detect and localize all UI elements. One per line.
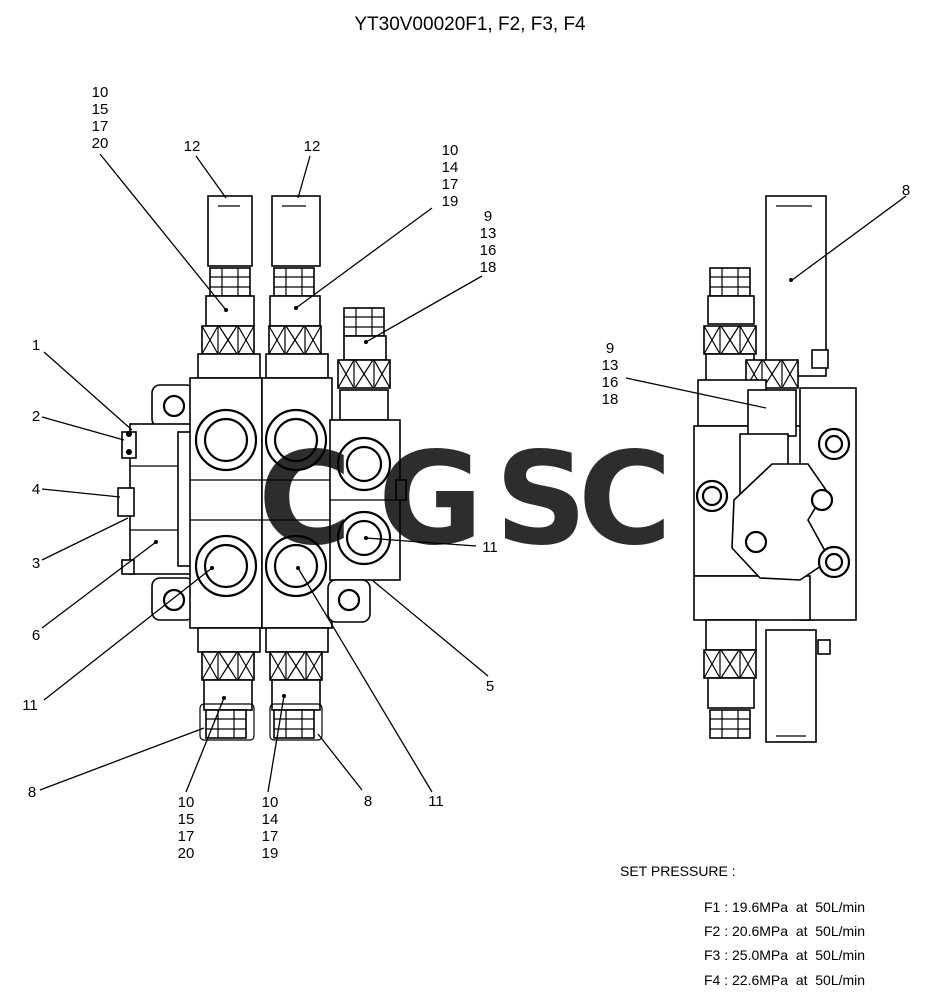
pressure-row-f1: F1 : 19.6MPa at 50L/min <box>704 899 865 915</box>
callout-stack-bottom-left: 10 15 17 20 <box>178 794 195 862</box>
inlet-cover <box>117 423 197 575</box>
leader-lines <box>39 153 907 793</box>
callout-stack-side: 9 13 16 18 <box>602 340 619 408</box>
drawing-title: YT30V00020F1, F2, F3, F4 <box>354 14 586 35</box>
pressure-row-f4: F4 : 22.6MPa at 50L/min <box>704 972 865 988</box>
callout-labels: 1 2 4 3 6 11 8 8 11 5 11 12 12 8 10 15 1… <box>22 84 910 862</box>
callout-15: 15 <box>92 101 109 118</box>
callout-10: 10 <box>262 794 279 811</box>
control-section-2 <box>261 195 333 741</box>
callout-stack-top-mid: 10 14 17 19 <box>442 142 459 210</box>
callout-13: 13 <box>602 357 619 374</box>
callout-17: 17 <box>92 118 109 135</box>
watermark-letter-c1: C <box>258 425 352 574</box>
pressure-row-f3: F3 : 25.0MPa at 50L/min <box>704 947 865 963</box>
callout-10: 10 <box>178 794 195 811</box>
callout-8-bottom-mid: 8 <box>364 793 372 810</box>
side-view <box>693 195 857 743</box>
callout-1: 1 <box>32 337 40 354</box>
callout-stack-top-left: 10 15 17 20 <box>92 84 109 152</box>
callout-6: 6 <box>32 627 40 644</box>
callout-4: 4 <box>32 481 40 498</box>
callout-17: 17 <box>262 828 279 845</box>
front-view <box>117 195 407 741</box>
callout-8-bottom-left: 8 <box>28 784 36 801</box>
callout-5: 5 <box>486 678 494 695</box>
callout-12-a: 12 <box>184 138 201 155</box>
callout-20: 20 <box>178 845 195 862</box>
callout-8-right: 8 <box>902 182 910 199</box>
pressure-row-f2: F2 : 20.6MPa at 50L/min <box>704 923 865 939</box>
callout-18: 18 <box>480 259 497 276</box>
callout-11-left: 11 <box>22 697 38 714</box>
callout-12-b: 12 <box>304 138 321 155</box>
cgsc-watermark: C G S C <box>258 425 672 574</box>
control-section-1 <box>189 195 263 741</box>
callout-9: 9 <box>606 340 614 357</box>
callout-stack-top-right: 9 13 16 18 <box>480 208 497 276</box>
set-pressure-table: SET PRESSURE : F1 : 19.6MPa at 50L/min F… <box>620 863 865 988</box>
watermark-letter-c2: C <box>578 425 672 574</box>
callout-16: 16 <box>602 374 619 391</box>
callout-3: 3 <box>32 555 40 572</box>
callout-11-mid: 11 <box>482 539 498 556</box>
callout-19: 19 <box>262 845 279 862</box>
callout-14: 14 <box>442 159 459 176</box>
callout-19: 19 <box>442 193 459 210</box>
callout-20: 20 <box>92 135 109 152</box>
callout-14: 14 <box>262 811 279 828</box>
callout-13: 13 <box>480 225 497 242</box>
set-pressure-heading: SET PRESSURE : <box>620 863 736 879</box>
callout-stack-bottom-mid: 10 14 17 19 <box>262 794 279 862</box>
callout-11-bottom: 11 <box>428 793 444 810</box>
watermark-letter-g: G <box>378 425 483 574</box>
callout-18: 18 <box>602 391 619 408</box>
callout-10: 10 <box>92 84 109 101</box>
callout-17: 17 <box>442 176 459 193</box>
callout-10: 10 <box>442 142 459 159</box>
callout-16: 16 <box>480 242 497 259</box>
callout-2: 2 <box>32 408 40 425</box>
callout-15: 15 <box>178 811 195 828</box>
watermark-letter-s: S <box>495 425 587 574</box>
callout-17: 17 <box>178 828 195 845</box>
callout-9: 9 <box>484 208 492 225</box>
